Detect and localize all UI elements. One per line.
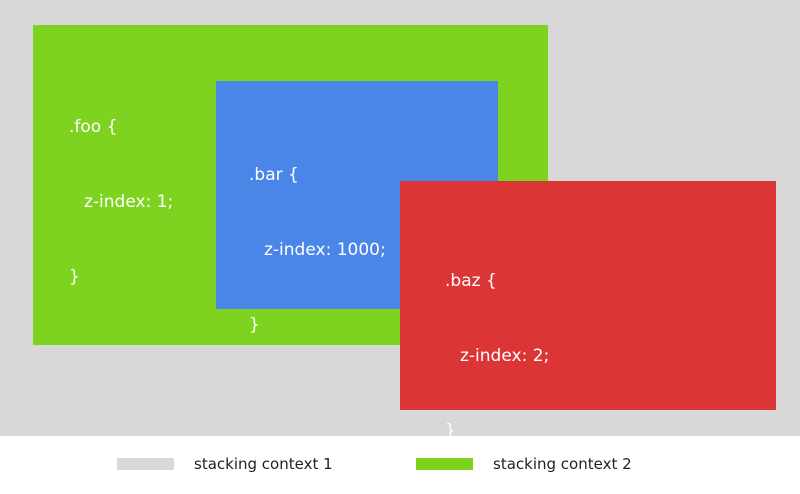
legend-item-stacking-context-2: stacking context 2 <box>416 455 632 473</box>
foo-declaration: z-index: 1; <box>84 192 174 212</box>
legend-swatch-context-2 <box>416 458 473 470</box>
baz-close-brace: } <box>445 421 456 441</box>
foo-code: .foo { z-index: 1; } <box>69 65 173 340</box>
baz-box: .baz { z-index: 2; } <box>400 181 776 441</box>
legend-item-stacking-context-1: stacking context 1 <box>117 455 333 473</box>
bar-close-brace: } <box>249 315 260 335</box>
bar-declaration: z-index: 1000; <box>264 240 386 260</box>
baz-declaration: z-index: 2; <box>460 346 550 366</box>
bar-code: .bar { z-index: 1000; } <box>249 113 386 388</box>
legend-label-context-1: stacking context 1 <box>194 455 333 473</box>
legend-label-context-2: stacking context 2 <box>493 455 632 473</box>
foo-selector: .foo { <box>69 117 118 137</box>
foo-close-brace: } <box>69 267 80 287</box>
baz-selector: .baz { <box>445 271 497 291</box>
bar-selector: .bar { <box>249 165 299 185</box>
legend-swatch-context-1 <box>117 458 174 470</box>
baz-code: .baz { z-index: 2; } <box>445 219 549 494</box>
legend: stacking context 1 stacking context 2 <box>0 436 800 493</box>
